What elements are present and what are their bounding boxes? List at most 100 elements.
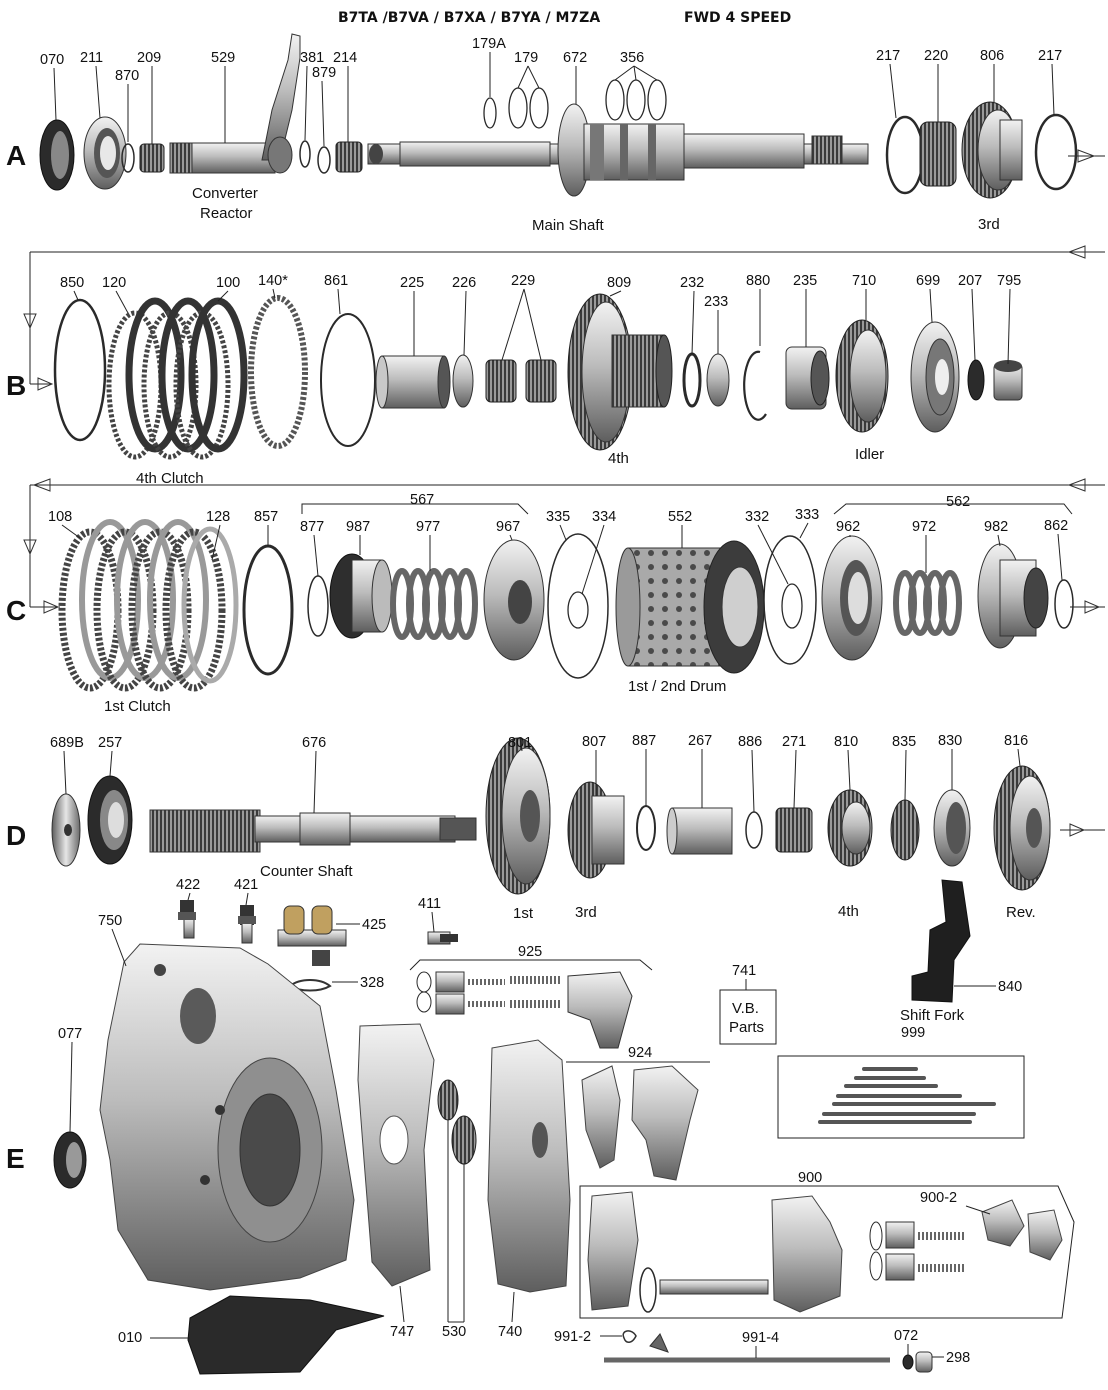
part-999-pins-box <box>777 1055 1025 1139</box>
row-c-parts <box>58 519 1074 692</box>
part-991-2-clip <box>622 1330 637 1343</box>
row-d-parts <box>51 737 1051 895</box>
label-333: 333 <box>795 507 819 523</box>
label-072: 072 <box>894 1328 918 1344</box>
label-334: 334 <box>592 509 616 525</box>
label-740: 740 <box>498 1324 522 1340</box>
part-877-ring <box>307 575 329 637</box>
part-924-valve-group <box>581 1065 699 1181</box>
part-425-solenoid-pack <box>277 905 347 966</box>
part-1st-clutch-pack <box>58 519 239 692</box>
label-229: 229 <box>511 273 535 289</box>
label-214: 214 <box>333 50 357 66</box>
label-422: 422 <box>176 877 200 893</box>
flow-lines <box>23 149 1105 837</box>
label-972: 972 <box>912 519 936 535</box>
caption-vb: V.B. <box>732 1000 759 1017</box>
part-740-valve-body <box>487 1039 571 1293</box>
label-967: 967 <box>496 519 520 535</box>
label-217-left: 217 <box>876 48 900 64</box>
part-411-sensor <box>427 931 458 945</box>
label-699: 699 <box>916 273 940 289</box>
part-298-cap <box>915 1351 933 1373</box>
part-530-gear-2 <box>451 1115 477 1165</box>
part-741-vb-parts-box <box>719 989 777 1045</box>
label-411: 411 <box>418 896 441 912</box>
label-233: 233 <box>704 294 728 310</box>
label-900: 900 <box>798 1170 822 1186</box>
part-229-needle-1 <box>485 359 517 403</box>
part-900-frame <box>579 1185 1075 1319</box>
label-806: 806 <box>980 48 1004 64</box>
label-381: 381 <box>300 50 324 66</box>
label-217-right: 217 <box>1038 48 1062 64</box>
part-857-ring <box>242 544 294 676</box>
label-710: 710 <box>852 273 876 289</box>
part-335-ring <box>547 533 609 679</box>
label-857: 857 <box>254 509 278 525</box>
row-d-labels: 689B 257 676 801 807 887 267 886 271 810… <box>50 733 1036 922</box>
label-689b: 689B <box>50 735 84 751</box>
page-title: B7TA /B7VA / B7XA / B7YA / M7ZA <box>338 10 600 26</box>
label-235: 235 <box>793 273 817 289</box>
caption-3rd-d: 3rd <box>575 904 597 921</box>
label-328: 328 <box>360 975 384 991</box>
label-356: 356 <box>620 50 644 66</box>
part-267-bushing <box>671 807 733 855</box>
part-4th-clutch-pack <box>106 297 248 460</box>
label-924: 924 <box>628 1045 652 1061</box>
part-530-gear-1 <box>437 1079 459 1121</box>
part-207-seal <box>967 359 985 401</box>
label-271: 271 <box>782 734 806 750</box>
label-120: 120 <box>102 275 126 291</box>
label-835: 835 <box>892 734 916 750</box>
label-887: 887 <box>632 733 656 749</box>
label-750: 750 <box>98 913 122 929</box>
label-801: 801 <box>508 735 532 751</box>
part-179a-ring <box>483 97 497 129</box>
label-977: 977 <box>416 519 440 535</box>
label-816: 816 <box>1004 733 1028 749</box>
part-217-ring-right <box>1034 113 1078 191</box>
label-795: 795 <box>997 273 1021 289</box>
row-a-labels: 070 211 870 209 529 381 879 214 179A 179… <box>40 36 1062 234</box>
label-562: 562 <box>946 494 970 510</box>
part-220-needle-bearing <box>919 121 957 187</box>
part-209-needle-bearing <box>139 143 165 173</box>
label-991-4: 991-4 <box>742 1330 779 1346</box>
part-422-solenoid <box>178 900 196 939</box>
label-070: 070 <box>40 52 64 68</box>
part-179-ring-2 <box>529 87 549 129</box>
label-880: 880 <box>746 273 770 289</box>
part-977-spring <box>390 568 478 640</box>
label-879: 879 <box>312 65 336 81</box>
label-672: 672 <box>563 50 587 66</box>
label-140: 140* <box>258 273 288 289</box>
part-879-ring <box>317 146 331 174</box>
label-298: 298 <box>946 1350 970 1366</box>
part-233-washer <box>706 353 730 407</box>
part-217-ring-left <box>885 115 925 195</box>
label-335: 335 <box>546 509 570 525</box>
row-e-parts <box>53 879 1075 1375</box>
caption-1st-clutch: 1st Clutch <box>104 698 171 715</box>
label-987: 987 <box>346 519 370 535</box>
label-886: 886 <box>738 734 762 750</box>
row-c-labels: 108 128 857 567 877 987 977 967 335 334 … <box>48 492 1073 715</box>
part-925-accumulator-group <box>416 971 633 1049</box>
label-211: 211 <box>80 50 103 66</box>
label-870: 870 <box>115 68 139 84</box>
part-887-ring <box>636 805 656 851</box>
caption-shift-fork: Shift Fork <box>900 1007 965 1024</box>
label-220: 220 <box>924 48 948 64</box>
part-356-ring-1 <box>605 79 625 121</box>
label-108: 108 <box>48 509 72 525</box>
label-747: 747 <box>390 1324 414 1340</box>
row-label-b: B <box>6 370 26 401</box>
row-e-labels: 422 421 425 411 925 328 750 077 741 V.B.… <box>58 877 1022 1366</box>
label-850: 850 <box>60 275 84 291</box>
caption-4th-b: 4th <box>608 450 629 467</box>
label-676: 676 <box>302 735 326 751</box>
label-900-2: 900-2 <box>920 1190 957 1206</box>
label-809: 809 <box>607 275 631 291</box>
